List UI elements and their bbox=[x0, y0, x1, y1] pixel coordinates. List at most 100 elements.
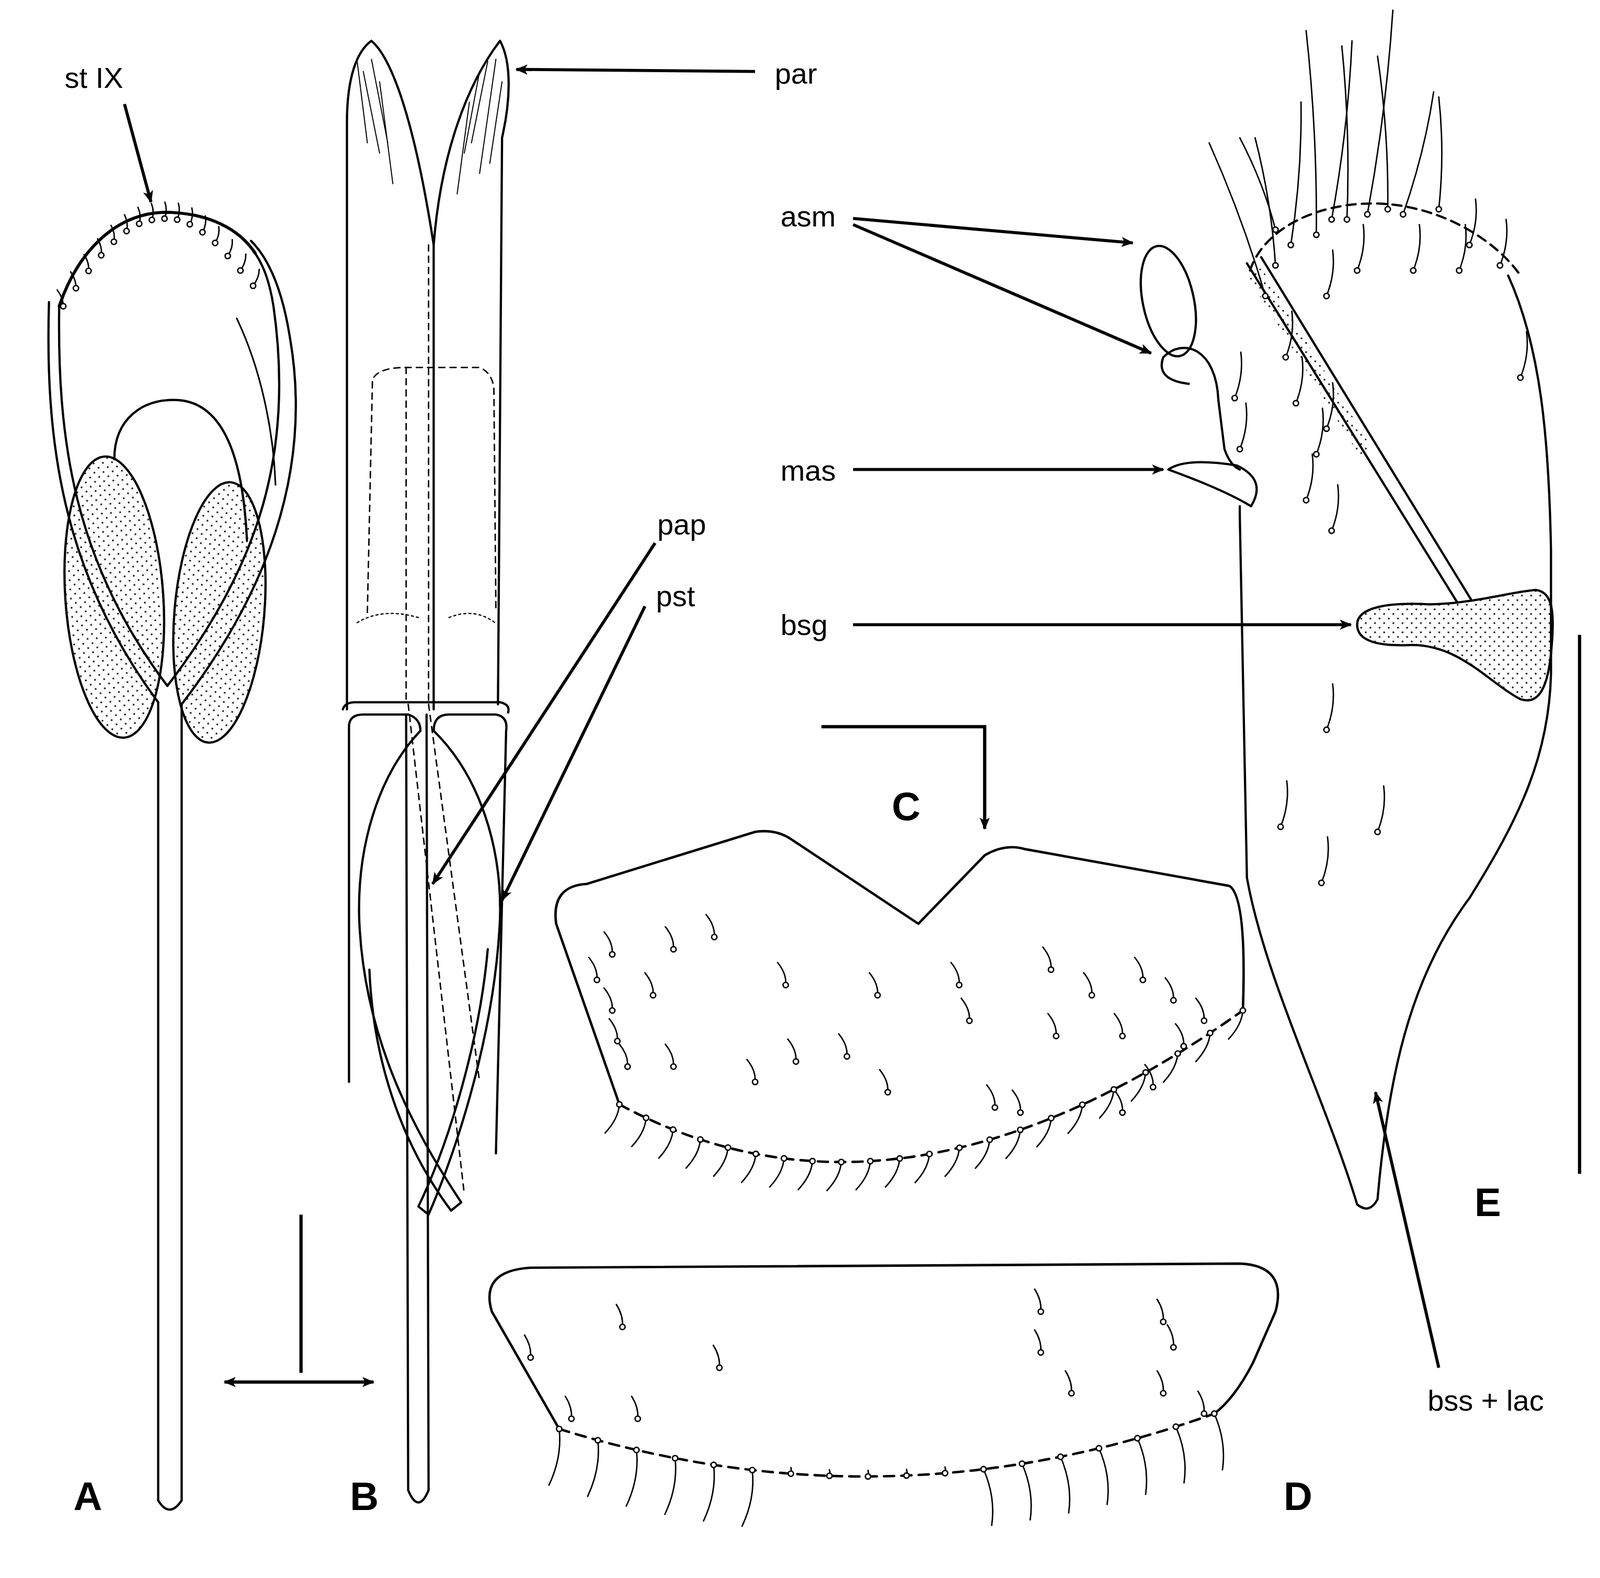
drawing-stroke bbox=[48, 241, 296, 1510]
seta-socket bbox=[966, 1017, 973, 1023]
seta-socket bbox=[1318, 880, 1324, 886]
seta bbox=[1114, 1013, 1123, 1036]
seta-socket bbox=[1201, 1017, 1207, 1023]
seta bbox=[1239, 403, 1247, 450]
seta-socket bbox=[619, 1323, 625, 1330]
seta-socket bbox=[1019, 1460, 1025, 1466]
drawing-stroke bbox=[432, 542, 655, 884]
seta-socket bbox=[1497, 262, 1503, 268]
seta bbox=[1228, 1010, 1243, 1039]
seta bbox=[1377, 55, 1389, 210]
drawing-stroke bbox=[1250, 203, 1521, 276]
seta-socket bbox=[1344, 216, 1350, 222]
seta-socket bbox=[1303, 497, 1309, 503]
seta-socket bbox=[1400, 211, 1406, 217]
drawing-stroke bbox=[555, 830, 1244, 1104]
seta bbox=[1234, 351, 1242, 398]
drawing-stroke bbox=[1578, 634, 1582, 1174]
drawing-stroke bbox=[347, 40, 434, 710]
seta-socket bbox=[867, 1158, 873, 1164]
seta bbox=[1099, 1089, 1114, 1118]
seta-socket bbox=[1048, 966, 1054, 973]
drawing-stroke bbox=[367, 367, 497, 613]
seta bbox=[855, 1160, 871, 1190]
seta-socket bbox=[783, 981, 789, 988]
seta bbox=[1290, 101, 1302, 245]
drawing-stroke bbox=[619, 1010, 1243, 1162]
drawing-stroke bbox=[343, 702, 509, 713]
seta bbox=[1326, 382, 1334, 429]
part-label: st IX bbox=[62, 61, 126, 95]
seta-socket bbox=[1313, 232, 1319, 238]
seta bbox=[1326, 683, 1334, 730]
drawing-stroke bbox=[1238, 506, 1241, 516]
seta bbox=[769, 1158, 784, 1187]
seta bbox=[1438, 96, 1443, 210]
seta bbox=[747, 1059, 756, 1082]
seta-socket bbox=[1436, 206, 1442, 212]
seta-socket bbox=[624, 1063, 631, 1069]
seta bbox=[1469, 199, 1477, 246]
seta-socket bbox=[752, 1079, 758, 1085]
seta bbox=[1131, 1071, 1146, 1101]
seta-socket bbox=[1170, 997, 1176, 1003]
drawing-stroke bbox=[406, 714, 429, 1503]
seta bbox=[631, 1396, 638, 1419]
seta-socket bbox=[670, 946, 677, 952]
seta-socket bbox=[250, 282, 256, 289]
seta-socket bbox=[1174, 1050, 1181, 1056]
seta bbox=[798, 1160, 813, 1190]
seta bbox=[915, 1153, 930, 1183]
leader-lines bbox=[124, 69, 1439, 1368]
seta-socket bbox=[697, 1136, 703, 1142]
drawing-stroke bbox=[1168, 462, 1257, 507]
seta-socket bbox=[1111, 1086, 1117, 1092]
seta-socket bbox=[793, 1058, 799, 1064]
figure-d bbox=[489, 1263, 1278, 1477]
seta bbox=[1175, 1426, 1186, 1483]
seta-socket bbox=[1272, 226, 1278, 233]
seta bbox=[603, 931, 613, 955]
seta-socket bbox=[556, 1425, 562, 1432]
seta-socket bbox=[1329, 216, 1335, 222]
seta bbox=[524, 1334, 531, 1358]
seta-socket bbox=[809, 1158, 816, 1164]
seta-socket bbox=[670, 1126, 676, 1133]
seta bbox=[1341, 46, 1348, 220]
seta-socket bbox=[1277, 824, 1284, 830]
seta bbox=[1306, 453, 1313, 500]
seta-socket bbox=[1410, 267, 1416, 273]
seta-socket bbox=[1120, 1109, 1126, 1115]
seta-socket bbox=[1048, 1115, 1054, 1121]
seta bbox=[644, 972, 654, 996]
seta bbox=[1295, 357, 1303, 404]
seta-socket bbox=[1134, 1435, 1140, 1441]
seta-socket bbox=[1272, 262, 1278, 268]
seta-socket bbox=[225, 253, 231, 259]
seta-socket bbox=[1160, 1390, 1167, 1396]
seta bbox=[1285, 311, 1293, 358]
seta-socket bbox=[670, 1063, 677, 1069]
seta bbox=[1367, 10, 1393, 215]
seta bbox=[705, 914, 715, 937]
seta-socket bbox=[1329, 528, 1335, 534]
seta bbox=[1022, 1463, 1032, 1520]
seta bbox=[827, 1161, 842, 1191]
seta bbox=[1137, 1437, 1147, 1494]
seta bbox=[1157, 1370, 1164, 1393]
seta bbox=[1012, 1089, 1021, 1113]
seta-socket bbox=[111, 238, 117, 245]
seta bbox=[1167, 1324, 1174, 1347]
drawing-stroke bbox=[1247, 267, 1373, 455]
seta-socket bbox=[149, 216, 155, 223]
seta bbox=[1195, 998, 1205, 1021]
seta-socket bbox=[1207, 1030, 1213, 1036]
seta bbox=[1377, 785, 1385, 832]
drawing-stroke bbox=[357, 613, 495, 623]
figure-a bbox=[48, 212, 296, 1510]
seta-socket bbox=[787, 1470, 794, 1476]
seta bbox=[703, 1464, 715, 1521]
seta bbox=[604, 1104, 620, 1134]
seta bbox=[1134, 956, 1144, 980]
